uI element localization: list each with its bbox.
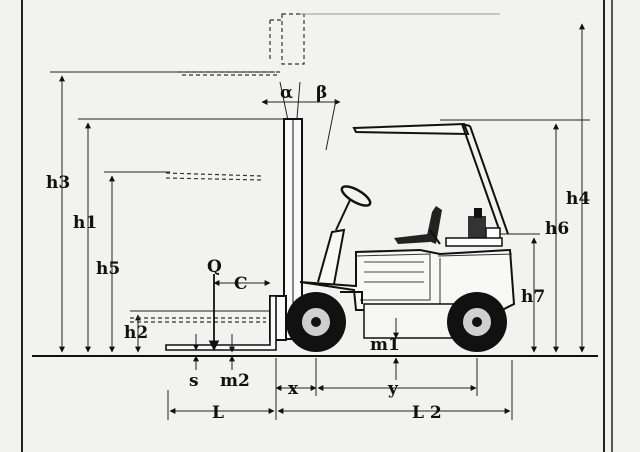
label-q: Q bbox=[207, 257, 222, 277]
raised-mast-ghost bbox=[165, 13, 500, 181]
labels: h3 h1 h5 h2 h4 h6 h7 Q C α β s m2 m1 x y… bbox=[46, 83, 590, 423]
label-l2: L 2 bbox=[412, 403, 442, 423]
label-x: x bbox=[288, 379, 299, 399]
label-s: s bbox=[189, 371, 199, 391]
left-dimensions bbox=[50, 71, 285, 353]
seat bbox=[394, 206, 442, 245]
label-h5: h5 bbox=[96, 259, 120, 279]
engine-parts bbox=[445, 208, 503, 247]
label-beta: β bbox=[316, 83, 327, 103]
label-alpha: α bbox=[280, 83, 293, 103]
label-h7: h7 bbox=[521, 287, 545, 307]
label-h2: h2 bbox=[124, 323, 148, 343]
label-h1: h1 bbox=[73, 213, 97, 233]
overhead-guard bbox=[352, 122, 509, 235]
label-l: L bbox=[212, 403, 224, 423]
load-center bbox=[208, 274, 271, 352]
steering bbox=[317, 185, 372, 285]
label-h6: h6 bbox=[545, 219, 569, 239]
forks bbox=[130, 295, 277, 351]
rear-wheel bbox=[447, 292, 507, 352]
label-y: y bbox=[387, 379, 399, 399]
label-m2: m2 bbox=[220, 371, 250, 391]
page-frame bbox=[21, 0, 613, 452]
clearance-marks bbox=[193, 318, 399, 380]
right-dimensions bbox=[440, 23, 590, 353]
front-wheel bbox=[286, 292, 346, 352]
label-m1: m1 bbox=[370, 335, 400, 355]
label-h4: h4 bbox=[566, 189, 590, 209]
label-c: C bbox=[234, 274, 248, 294]
bottom-dimensions bbox=[167, 358, 513, 420]
label-h3: h3 bbox=[46, 173, 70, 193]
